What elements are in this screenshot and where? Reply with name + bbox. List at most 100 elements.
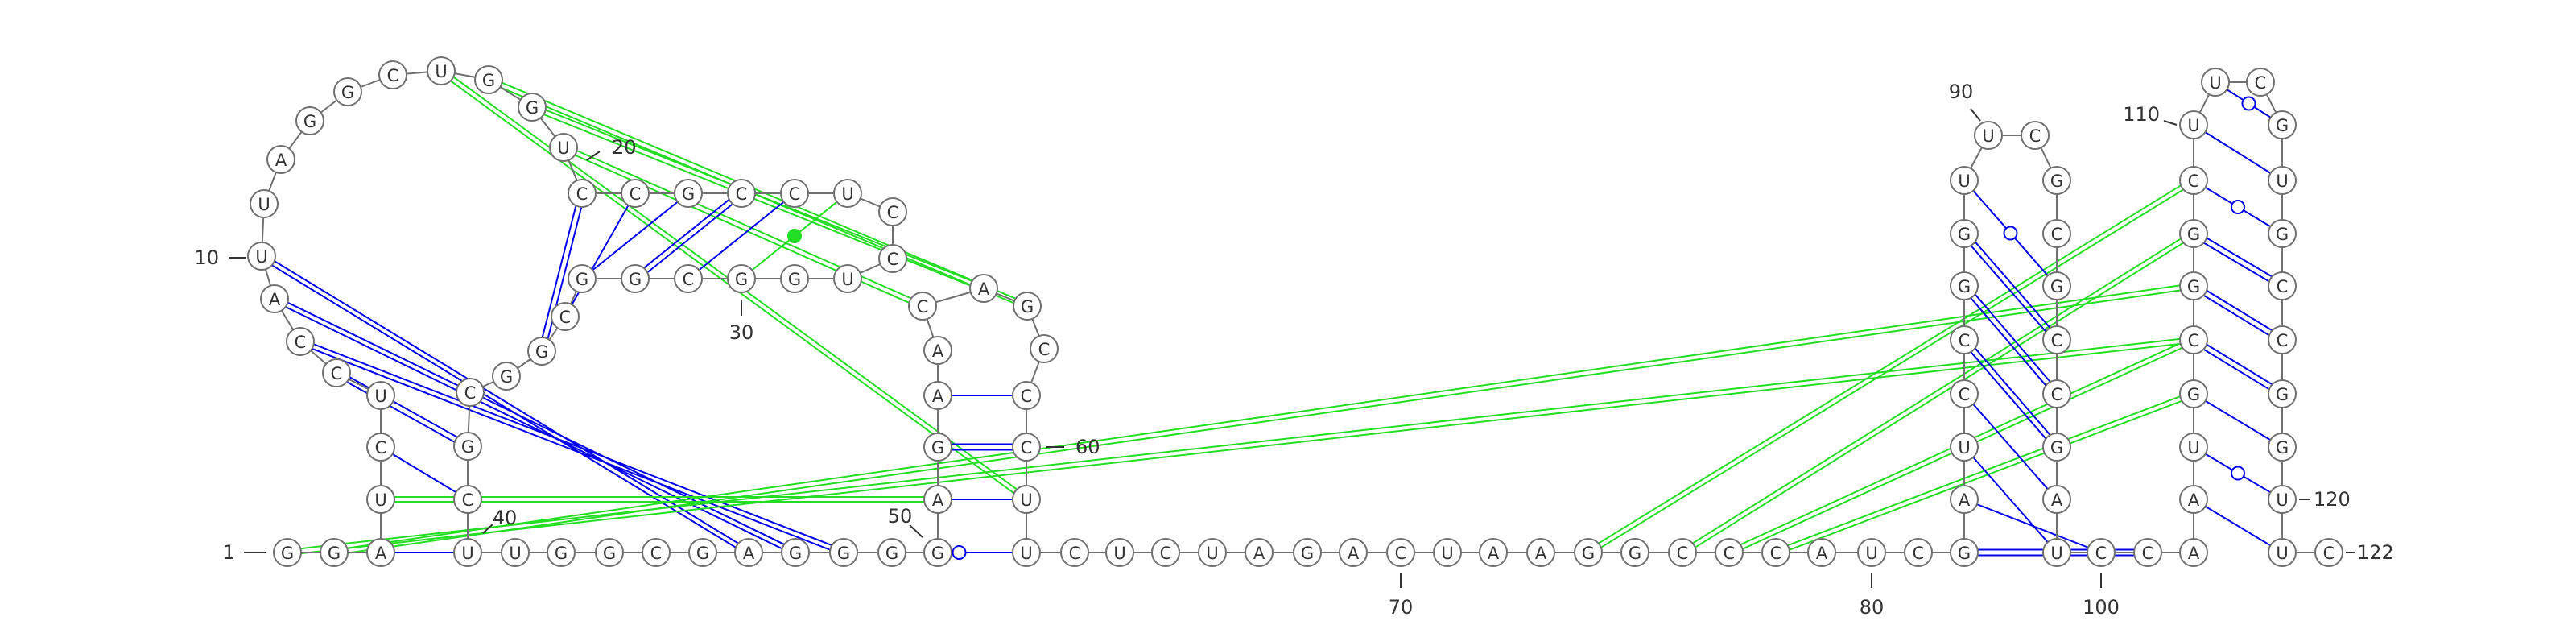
nucleotide-base: G bbox=[281, 544, 294, 563]
nucleotide: A bbox=[366, 538, 395, 567]
nucleotide-base: G bbox=[696, 544, 709, 563]
pseudoknot-pair-line bbox=[334, 287, 2194, 556]
nucleotide-base: G bbox=[931, 438, 944, 457]
nucleotide: C bbox=[780, 179, 809, 208]
nucleotide: U bbox=[2042, 538, 2071, 567]
nucleotide: C bbox=[1386, 538, 1415, 567]
nucleotide-circle bbox=[2268, 219, 2297, 248]
nucleotide-base: U bbox=[2276, 544, 2288, 563]
nucleotide: C bbox=[456, 378, 485, 407]
nucleotide-base: G bbox=[788, 270, 801, 289]
nucleotide-base: C bbox=[2051, 331, 2063, 350]
nucleotide-circle bbox=[2246, 68, 2275, 97]
nucleotide: G bbox=[674, 179, 703, 208]
nucleotide-base: C bbox=[736, 184, 748, 204]
nucleotide: G bbox=[320, 538, 349, 567]
nucleotide-circle bbox=[1950, 325, 1979, 354]
nucleotide: U bbox=[549, 133, 578, 162]
au-pair bbox=[380, 446, 469, 500]
nucleotide-base: G bbox=[931, 544, 944, 563]
nucleotide-base: U bbox=[2276, 172, 2288, 191]
gc-pair-line bbox=[1961, 234, 2056, 342]
nucleotide-base: U bbox=[374, 490, 386, 510]
pseudoknot-pair-line bbox=[1683, 234, 2196, 556]
nucleotide-base: C bbox=[1913, 544, 1925, 563]
nucleotide-circle bbox=[568, 179, 597, 208]
nucleotide: A bbox=[1339, 538, 1368, 567]
nucleotide-base: G bbox=[1958, 544, 1971, 563]
nucleotide-circle bbox=[1526, 538, 1555, 567]
nucleotide-base: U bbox=[258, 195, 270, 214]
nucleotide: G bbox=[2268, 379, 2297, 408]
nucleotide: C bbox=[2133, 538, 2162, 567]
nucleotide: A bbox=[2179, 538, 2208, 567]
nucleotide-base: U bbox=[255, 247, 267, 267]
nucleotide-base: G bbox=[2050, 438, 2063, 457]
nucleotide-base: C bbox=[1959, 331, 1971, 350]
nucleotide-circle bbox=[2179, 271, 2208, 300]
gc-pair-line bbox=[2191, 341, 2281, 397]
nucleotide: C bbox=[551, 302, 580, 331]
au-pair bbox=[1963, 393, 2058, 500]
nucleotide-circle bbox=[2179, 433, 2208, 462]
nucleotide: C bbox=[2314, 538, 2343, 567]
nucleotide: G bbox=[2179, 379, 2208, 408]
nucleotide-base: G bbox=[886, 544, 898, 563]
gc-pair-line bbox=[337, 370, 470, 445]
nucleotide-base: C bbox=[2255, 73, 2267, 93]
nucleotide-base: U bbox=[461, 544, 473, 563]
gc-pair-line bbox=[2191, 288, 2281, 343]
nucleotide-base: G bbox=[500, 367, 513, 387]
nucleotide-circle bbox=[453, 485, 482, 514]
long-range-pair-line bbox=[300, 338, 845, 552]
nucleotide-base: G bbox=[341, 83, 354, 102]
nucleotide: G bbox=[2042, 271, 2071, 300]
nucleotide-circle bbox=[551, 302, 580, 331]
nucleotide: U bbox=[1433, 538, 1462, 567]
nucleotide: C bbox=[366, 433, 395, 462]
nucleotide-base: G bbox=[555, 544, 568, 563]
nucleotide-circle bbox=[621, 179, 650, 208]
nucleotide-circle bbox=[1198, 538, 1227, 567]
nucleotide-base: C bbox=[2051, 385, 2063, 404]
nucleotide-circle bbox=[295, 106, 324, 135]
nucleotide-circle bbox=[1857, 538, 1886, 567]
nucleotide-base: A bbox=[1253, 544, 1265, 563]
nucleotide-circle bbox=[2179, 379, 2208, 408]
nucleotide-circle bbox=[1433, 538, 1462, 567]
nucleotide-circle bbox=[969, 274, 998, 303]
nucleotide-base: C bbox=[2095, 544, 2107, 563]
nucleotide: A bbox=[1526, 538, 1555, 567]
gu-wobble-marker bbox=[2003, 226, 2018, 241]
nucleotide-base: U bbox=[1865, 544, 1877, 563]
nucleotide-circle bbox=[501, 538, 530, 567]
nucleotide-circle bbox=[547, 538, 576, 567]
nucleotide-circle bbox=[923, 381, 952, 410]
nucleotide-circle bbox=[260, 284, 289, 313]
nucleotide-circle bbox=[1339, 538, 1368, 567]
nucleotide-base: A bbox=[269, 290, 281, 309]
nucleotide-circle bbox=[1012, 538, 1041, 567]
nucleotide-base: U bbox=[435, 62, 447, 81]
nucleotide: G bbox=[2179, 271, 2208, 300]
au-pair bbox=[564, 192, 636, 317]
nucleotide-base: A bbox=[1488, 544, 1500, 563]
nucleotide-circle bbox=[2042, 271, 2071, 300]
position-number-label: 60 bbox=[1075, 436, 1100, 458]
pseudoknot-pair-line bbox=[532, 104, 985, 288]
gc-pair bbox=[938, 443, 1026, 451]
position-number-label: 80 bbox=[1860, 596, 1885, 619]
nucleotide: A bbox=[969, 274, 998, 303]
nucleotide: U bbox=[1012, 485, 1041, 514]
nucleotide: C bbox=[2042, 219, 2071, 248]
nucleotide-circle bbox=[2042, 325, 2071, 354]
nucleotide-base: C bbox=[887, 250, 899, 269]
nucleotide: U bbox=[1198, 538, 1227, 567]
nucleotide-base: C bbox=[1959, 385, 1971, 404]
nucleotide-base: C bbox=[650, 544, 663, 563]
nucleotide-circle bbox=[2042, 166, 2071, 195]
nucleotide: A bbox=[2042, 485, 2071, 514]
nucleotide-circle bbox=[1060, 538, 1089, 567]
nucleotide-base: C bbox=[1021, 387, 1033, 406]
